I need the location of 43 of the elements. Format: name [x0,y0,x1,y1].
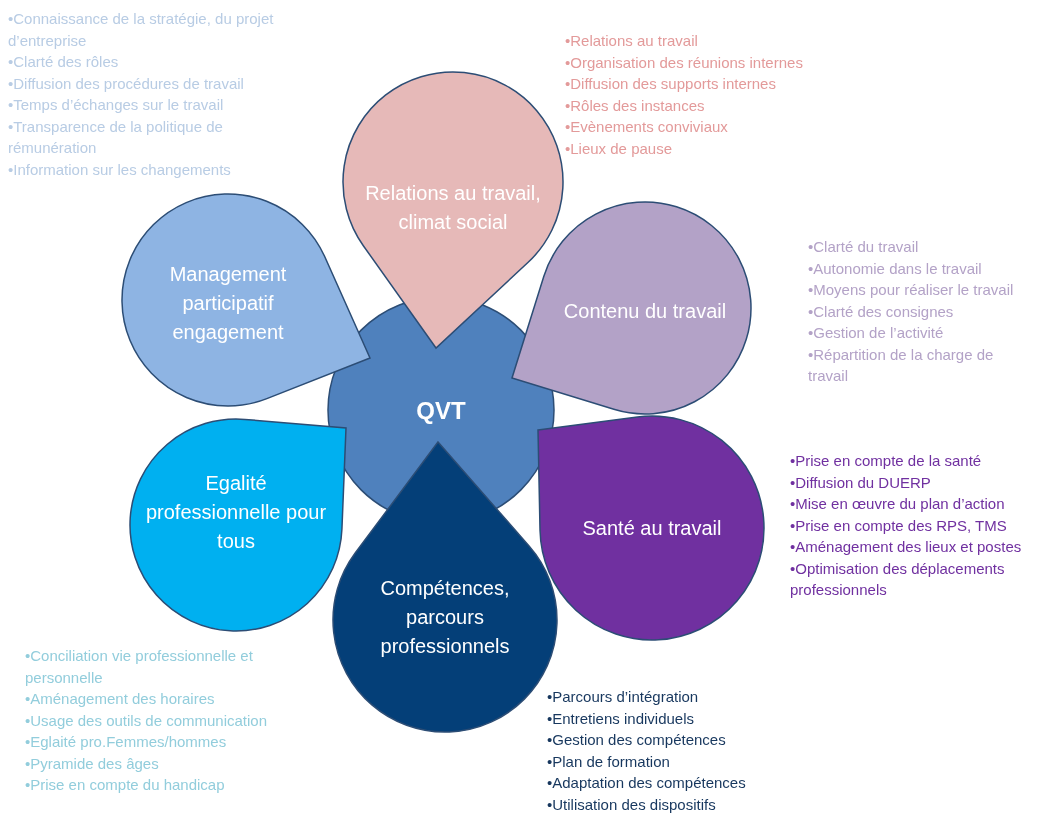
list-item: •Diffusion des supports internes [565,74,777,94]
list-item: •Gestion de l’activité [808,323,945,343]
list-item: •Usage des outils de communication [25,710,269,731]
list-item: •Gestion des compétences [547,730,727,750]
list-item: •Temps d’échanges sur le travail [8,95,225,115]
list-item: •Prise en compte du handicap [25,775,226,795]
list-item: •Diffusion du DUERP [790,472,932,493]
list-item: •Prise en compte de la santé [790,451,983,471]
list-item: •Information sur les changements [8,159,232,180]
list-item: •Mise en œuvre du plan d’action [790,494,1006,514]
list-item: •Relations au travail [565,31,699,51]
list-item: •Parcours d’intégration [547,687,700,707]
list-item: •Entretiens individuels [547,708,695,729]
list-item: •Aménagement des horaires [25,689,216,709]
list-item: •Prise en compte des RPS, TMS [790,515,1008,536]
center-label: QVT [415,395,467,425]
petal-label: Management participatif engagement [168,261,288,345]
list-item: •Eglaité pro.Femmes/hommes [25,732,228,752]
list-item: •Utilisation des dispositifs [547,794,717,815]
list-item: •Pyramide des âges [25,753,160,774]
list-item: •Aménagement des lieux et postes [790,537,1023,557]
list-item: •Adaptation des compétences [547,773,747,793]
list-item: •Lieux de pause [565,138,673,159]
list-item: •Optimisation des déplacements professionnels [790,558,1006,600]
list-item: •Moyens pour réaliser le travail [808,280,1015,300]
petal-label: Compétences, parcours professionnels [379,575,511,659]
list-item: •Clarté du travail [808,237,920,257]
petal-label: Santé au travail [581,515,723,541]
list-item: •Organisation des réunions internes [565,52,804,73]
list-item: •Connaissance de la stratégie, du projet d’entreprise [8,9,275,51]
list-item: •Clarté des consignes [808,301,955,322]
list-item: •Rôles des instances [565,95,706,116]
petal-label: Egalité professionnelle pour tous [144,470,328,554]
list-item: •Conciliation vie professionnelle et personnelle [25,646,254,688]
list-item: •Plan de formation [547,751,671,772]
list-item: •Autonomie dans le travail [808,258,983,279]
list-item: •Transparence de la politique de rémunération [8,116,224,158]
petal-label: Relations au travail, climat social [364,181,542,235]
petal-label: Contenu du travail [562,298,728,324]
list-item: •Diffusion des procédures de travail [8,73,245,94]
list-item: •Répartition de la charge de travail [808,344,995,386]
list-item: •Evènements conviviaux [565,117,729,137]
list-item: •Clarté des rôles [8,52,120,72]
